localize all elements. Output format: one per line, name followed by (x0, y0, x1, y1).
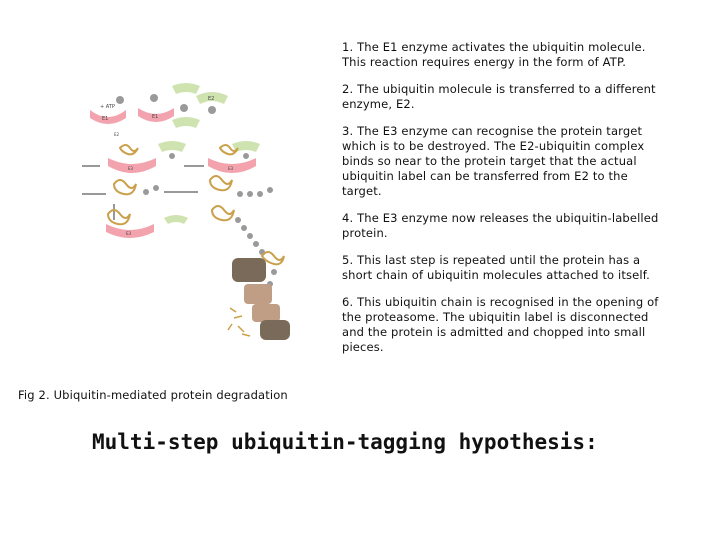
e2-enzyme (232, 141, 260, 152)
e2-enzyme (164, 215, 188, 224)
e2-enzyme (172, 83, 200, 94)
ubiquitin-molecule (169, 153, 175, 159)
step-6-text: 6. This ubiquitin chain is recognised in… (342, 295, 659, 354)
ubiquitin-chain-group: E3 (82, 175, 273, 255)
atp-label: + ATP (100, 104, 115, 110)
e3-enzyme (106, 224, 154, 238)
ubiquitin-molecule (208, 106, 216, 114)
ubiquitin-molecule (153, 185, 159, 191)
e3-label: E3 (126, 231, 132, 236)
e1-activation-group: + ATP E1 E1 E2 (90, 83, 228, 128)
target-protein (210, 205, 235, 222)
page-heading: Multi-step ubiquitin-tagging hypothesis: (92, 430, 598, 454)
ubiquitin-molecule (180, 104, 188, 112)
proteasome (232, 258, 266, 282)
proteasome (260, 320, 290, 340)
e3-label: E3 (228, 166, 234, 171)
target-protein (106, 209, 131, 226)
ubiquitin-molecule (150, 94, 158, 102)
target-protein (112, 179, 137, 196)
e1-label: E1 (152, 114, 158, 120)
target-protein (218, 144, 239, 156)
ubiquitin-molecule (257, 191, 263, 197)
step-5-text: 5. This last step is repeated until the … (342, 253, 650, 282)
step-2-text: 2. The ubiquitin molecule is transferred… (342, 82, 656, 111)
proteasome-group (227, 251, 290, 340)
e2-label: E2 (114, 132, 120, 137)
ubiquitin-molecule (237, 191, 243, 197)
target-protein (208, 175, 233, 192)
ubiquitin-molecule (143, 189, 149, 195)
step-3-text: 3. The E3 enzyme can recognise the prote… (342, 124, 645, 198)
e1-enzyme (138, 108, 174, 122)
target-protein (118, 144, 139, 156)
e2-enzyme (158, 141, 186, 152)
ubiquitin-molecule (247, 191, 253, 197)
e3-label: E3 (128, 166, 134, 171)
proteasome (252, 304, 280, 322)
step-1-text: 1. The E1 enzyme activates the ubiquitin… (342, 40, 646, 69)
e1-label: E1 (102, 116, 108, 122)
e2-label: E2 (208, 96, 214, 102)
ubiquitin-molecule (116, 96, 124, 104)
e3-enzyme (208, 158, 256, 173)
e3-recognition-group: E2 E3 E3 (82, 132, 260, 173)
ubiquitin-molecule (235, 217, 241, 223)
e1-enzyme (90, 110, 126, 124)
ubiquitin-molecule (247, 233, 253, 239)
ubiquitin-molecule (267, 187, 273, 193)
proteasome (244, 284, 272, 304)
ubiquitin-pathway-diagram: + ATP E1 E1 E2 E2 E3 E3 (82, 83, 290, 340)
figure-caption: Fig 2. Ubiquitin-mediated protein degrad… (18, 388, 288, 402)
step-list: 1. The E1 enzyme activates the ubiquitin… (342, 40, 714, 355)
ubiquitin-molecule (241, 225, 247, 231)
ubiquitin-molecule (253, 241, 259, 247)
e3-enzyme (108, 158, 156, 173)
peptide-fragments (227, 307, 251, 337)
e2-enzyme (196, 92, 228, 104)
ubiquitin-molecule (243, 153, 249, 159)
e2-enzyme (172, 117, 200, 128)
ubiquitin-molecule (271, 269, 277, 275)
target-protein (260, 251, 285, 266)
step-4-text: 4. The E3 enzyme now releases the ubiqui… (342, 211, 659, 240)
